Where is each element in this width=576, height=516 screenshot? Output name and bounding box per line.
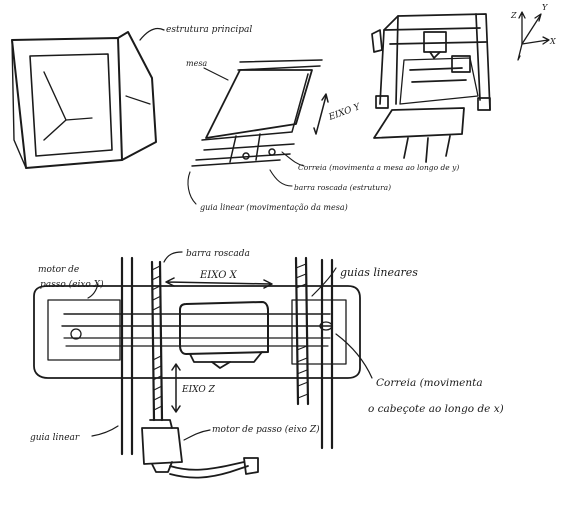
label-barra-top: barra roscada (estrutura) [294, 183, 391, 192]
axis-label-y: Y [542, 3, 548, 12]
label-motor-x-2: passo (eixo X) [40, 279, 104, 290]
y-axis-table-sketch [191, 59, 323, 167]
x-carriage-sketch [33, 285, 361, 379]
label-correia-bottom-2: o cabeçote ao longo de x) [368, 403, 504, 415]
eixo-z-arrow [171, 363, 181, 413]
correia-bottom-leader [335, 333, 373, 379]
label-correia-top: Correia (movimenta a mesa ao longo de y) [298, 163, 459, 172]
label-guias-lineares: guias lineares [340, 266, 418, 279]
z-motor-sketch [141, 419, 259, 479]
label-motor-x-1: motor de [38, 265, 79, 275]
label-correia-bottom-1: Correia (movimenta [376, 377, 483, 389]
axis-label-z: Z [510, 11, 517, 20]
motor-x-leader [87, 283, 99, 299]
barra-top-leader [269, 169, 293, 187]
label-estrutura: estrutura principal [166, 25, 252, 35]
motor-z-leader [183, 429, 211, 441]
barra-bottom-leader [163, 251, 183, 263]
label-guia-top: guia linear (movimentação da mesa) [200, 203, 348, 212]
eixo-y-arrow [313, 93, 329, 135]
guia-bottom-leader [91, 425, 119, 437]
label-eixo-y: EIXO Y [327, 102, 363, 123]
axes-gizmo [517, 11, 550, 61]
label-eixo-z: EIXO Z [181, 385, 216, 395]
guia-top-leader [187, 171, 197, 205]
main-frame-sketch [11, 31, 157, 169]
eixo-x-arrow [165, 277, 273, 289]
label-motor-z: motor de passo (eixo Z) [212, 424, 320, 435]
estrutura-leader [139, 27, 165, 41]
vertical-rods [120, 256, 334, 456]
axis-label-x: X [549, 37, 556, 46]
mesa-leader [203, 67, 229, 81]
label-eixo-x: EIXO X [199, 270, 238, 281]
label-barra-bottom: barra roscada [186, 249, 250, 259]
thread-marks [151, 263, 309, 411]
label-guia-bottom: guia linear [30, 433, 80, 443]
correia-top-leader [281, 151, 305, 167]
printer-assembly-sketch [371, 13, 491, 163]
label-mesa: mesa [186, 59, 207, 68]
guias-leader [311, 267, 337, 297]
